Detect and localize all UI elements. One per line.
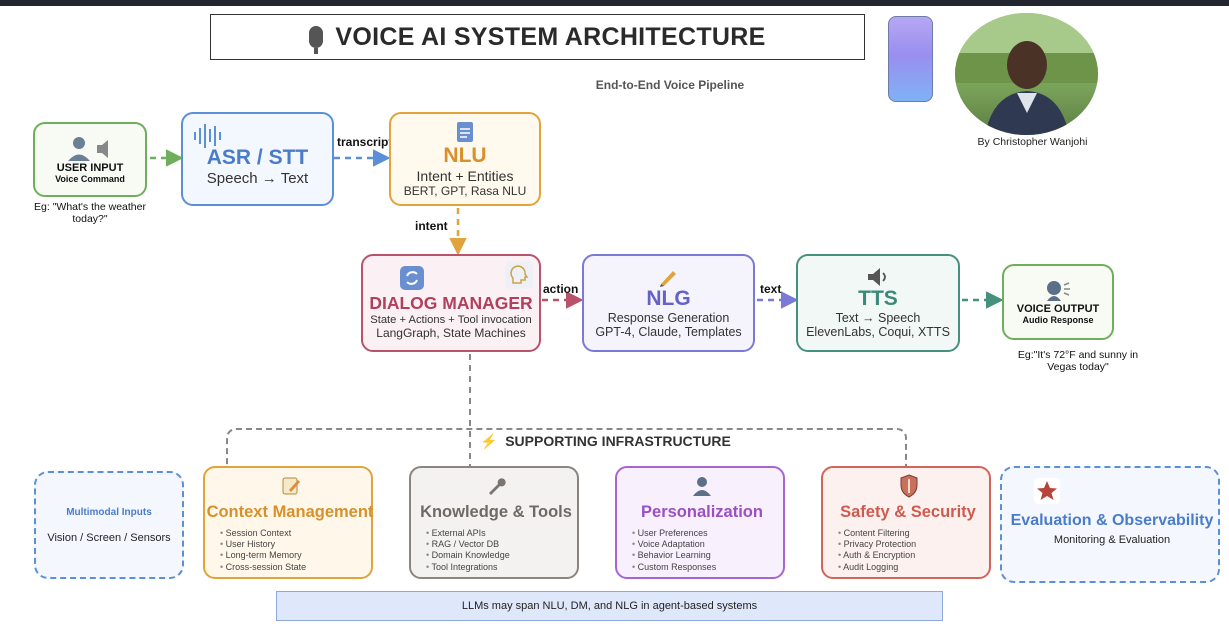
nlu-line2: BERT, GPT, Rasa NLU — [403, 184, 527, 198]
context-item: Long-term Memory — [220, 550, 306, 561]
safety-card: Safety & Security Content Filtering Priv… — [821, 466, 991, 579]
safety-item: Auth & Encryption — [838, 550, 916, 561]
lightning-icon: ⚡ — [480, 433, 498, 449]
knowledge-item: RAG / Vector DB — [426, 539, 510, 550]
edge-label-intent: intent — [415, 219, 448, 233]
personalization-item: User Preferences — [632, 528, 716, 539]
user-input-node: USER INPUT Voice Command — [33, 122, 147, 197]
safety-item: Content Filtering — [838, 528, 916, 539]
knowledge-item: Tool Integrations — [426, 562, 510, 573]
edge-label-text: text — [760, 282, 782, 296]
waveform-icon — [194, 124, 221, 148]
tts-title: TTS — [858, 287, 898, 310]
asr-node: ASR / STT Speech → Text — [181, 112, 334, 206]
voice-output-title: VOICE OUTPUT — [1016, 303, 1100, 315]
knowledge-item: External APIs — [426, 528, 510, 539]
nlu-line1: Intent + Entities — [416, 168, 514, 184]
dialog-manager-line2: LangGraph, State Machines — [376, 325, 526, 340]
voice-output-example: Eg:"It's 72°F and sunny in Vegas today" — [1017, 349, 1139, 373]
multimodal-title: Multimodal Inputs — [66, 506, 152, 518]
top-bar — [0, 0, 1229, 6]
memo-icon — [282, 477, 300, 495]
title-box: VOICE AI SYSTEM ARCHITECTURE — [210, 14, 865, 60]
personalization-item: Custom Responses — [632, 562, 717, 573]
tts-line2: ElevenLabs, Coqui, XTTS — [806, 325, 950, 339]
nlu-node: NLU Intent + Entities BERT, GPT, Rasa NL… — [389, 112, 541, 206]
nlg-node: NLG Response Generation GPT-4, Claude, T… — [582, 254, 755, 352]
voice-output-node: VOICE OUTPUT Audio Response — [1002, 264, 1114, 340]
page-title: VOICE AI SYSTEM ARCHITECTURE — [335, 22, 766, 51]
context-title: Context Management — [206, 503, 374, 521]
edge-label-transcript: transcript — [337, 135, 393, 149]
footer-banner: LLMs may span NLU, DM, and NLG in agent-… — [276, 591, 943, 621]
speaking-head-icon — [1047, 281, 1070, 301]
writing-hand-icon — [659, 271, 676, 287]
nlg-line2: GPT-4, Claude, Templates — [595, 325, 742, 339]
microphone-icon — [309, 26, 324, 54]
nlg-title: NLG — [646, 287, 691, 310]
safety-item: Privacy Protection — [838, 539, 917, 550]
author-credit: By Christopher Wanjohi — [977, 136, 1088, 148]
dialog-manager-node: DIALOG MANAGER State + Actions + Tool in… — [361, 254, 541, 352]
page-subtitle: End-to-End Voice Pipeline — [595, 78, 745, 92]
document-icon — [457, 122, 473, 142]
author-photo — [955, 13, 1098, 135]
edge-label-action: action — [543, 282, 579, 296]
evaluation-desc: Monitoring & Evaluation — [1053, 534, 1171, 546]
user-input-title: USER INPUT — [56, 161, 124, 174]
personalization-list: User Preferences Voice Adaptation Behavi… — [632, 528, 717, 573]
user-input-example: Eg: "What's the weather today?" — [34, 201, 146, 225]
context-card: Context Management Session Context User … — [203, 466, 373, 579]
evaluation-card: Evaluation & Observability Monitoring & … — [1000, 466, 1220, 583]
infrastructure-label-text: SUPPORTING INFRASTRUCTURE — [505, 433, 731, 449]
safety-list: Content Filtering Privacy Protection Aut… — [838, 528, 916, 573]
personalization-item: Voice Adaptation — [632, 539, 716, 550]
knowledge-title: Knowledge & Tools — [420, 503, 572, 521]
context-list: Session Context User History Long-term M… — [220, 528, 307, 573]
asr-title: ASR / STT — [206, 145, 309, 169]
personalization-title: Personalization — [641, 503, 763, 521]
refresh-icon — [400, 266, 424, 290]
asr-subtitle: Speech → Text — [206, 169, 309, 187]
brain-head-icon — [505, 261, 533, 289]
wrench-icon — [489, 478, 506, 495]
personalization-card: Personalization User Preferences Voice A… — [615, 466, 785, 579]
tts-node: TTS Text → Speech ElevenLabs, Coqui, XTT… — [796, 254, 960, 352]
dialog-manager-line1: State + Actions + Tool invocation — [370, 313, 532, 326]
evaluation-title: Evaluation & Observability — [1010, 512, 1214, 529]
knowledge-item: Domain Knowledge — [426, 550, 510, 561]
multimodal-desc: Vision / Screen / Sensors — [47, 531, 171, 544]
safety-item: Audit Logging — [838, 562, 916, 573]
phone-icon — [888, 16, 933, 102]
user-icon — [693, 477, 711, 496]
dialog-manager-title: DIALOG MANAGER — [369, 292, 533, 313]
user-speaker-icon — [68, 136, 108, 161]
personalization-item: Behavior Learning — [632, 550, 716, 561]
footer-note: LLMs may span NLU, DM, and NLG in agent-… — [461, 600, 758, 612]
knowledge-card: Knowledge & Tools External APIs RAG / Ve… — [409, 466, 579, 579]
shield-icon — [900, 474, 918, 498]
user-input-subtitle: Voice Command — [55, 173, 125, 184]
nlg-line1: Response Generation — [607, 311, 730, 325]
nlu-title: NLU — [443, 144, 487, 167]
multimodal-card: Multimodal Inputs Vision / Screen / Sens… — [34, 471, 184, 579]
knowledge-list: External APIs RAG / Vector DB Domain Kno… — [426, 528, 510, 573]
infrastructure-bracket — [226, 428, 907, 470]
tts-line1: Text → Speech — [835, 311, 921, 325]
speaker-icon — [868, 268, 886, 286]
infrastructure-label: ⚡ SUPPORTING INFRASTRUCTURE — [480, 433, 780, 450]
context-item: User History — [220, 539, 306, 550]
star-icon — [1034, 478, 1060, 504]
context-item: Cross-session State — [220, 562, 307, 573]
context-item: Session Context — [220, 528, 306, 539]
voice-output-subtitle: Audio Response — [1022, 315, 1094, 325]
safety-title: Safety & Security — [840, 503, 976, 521]
